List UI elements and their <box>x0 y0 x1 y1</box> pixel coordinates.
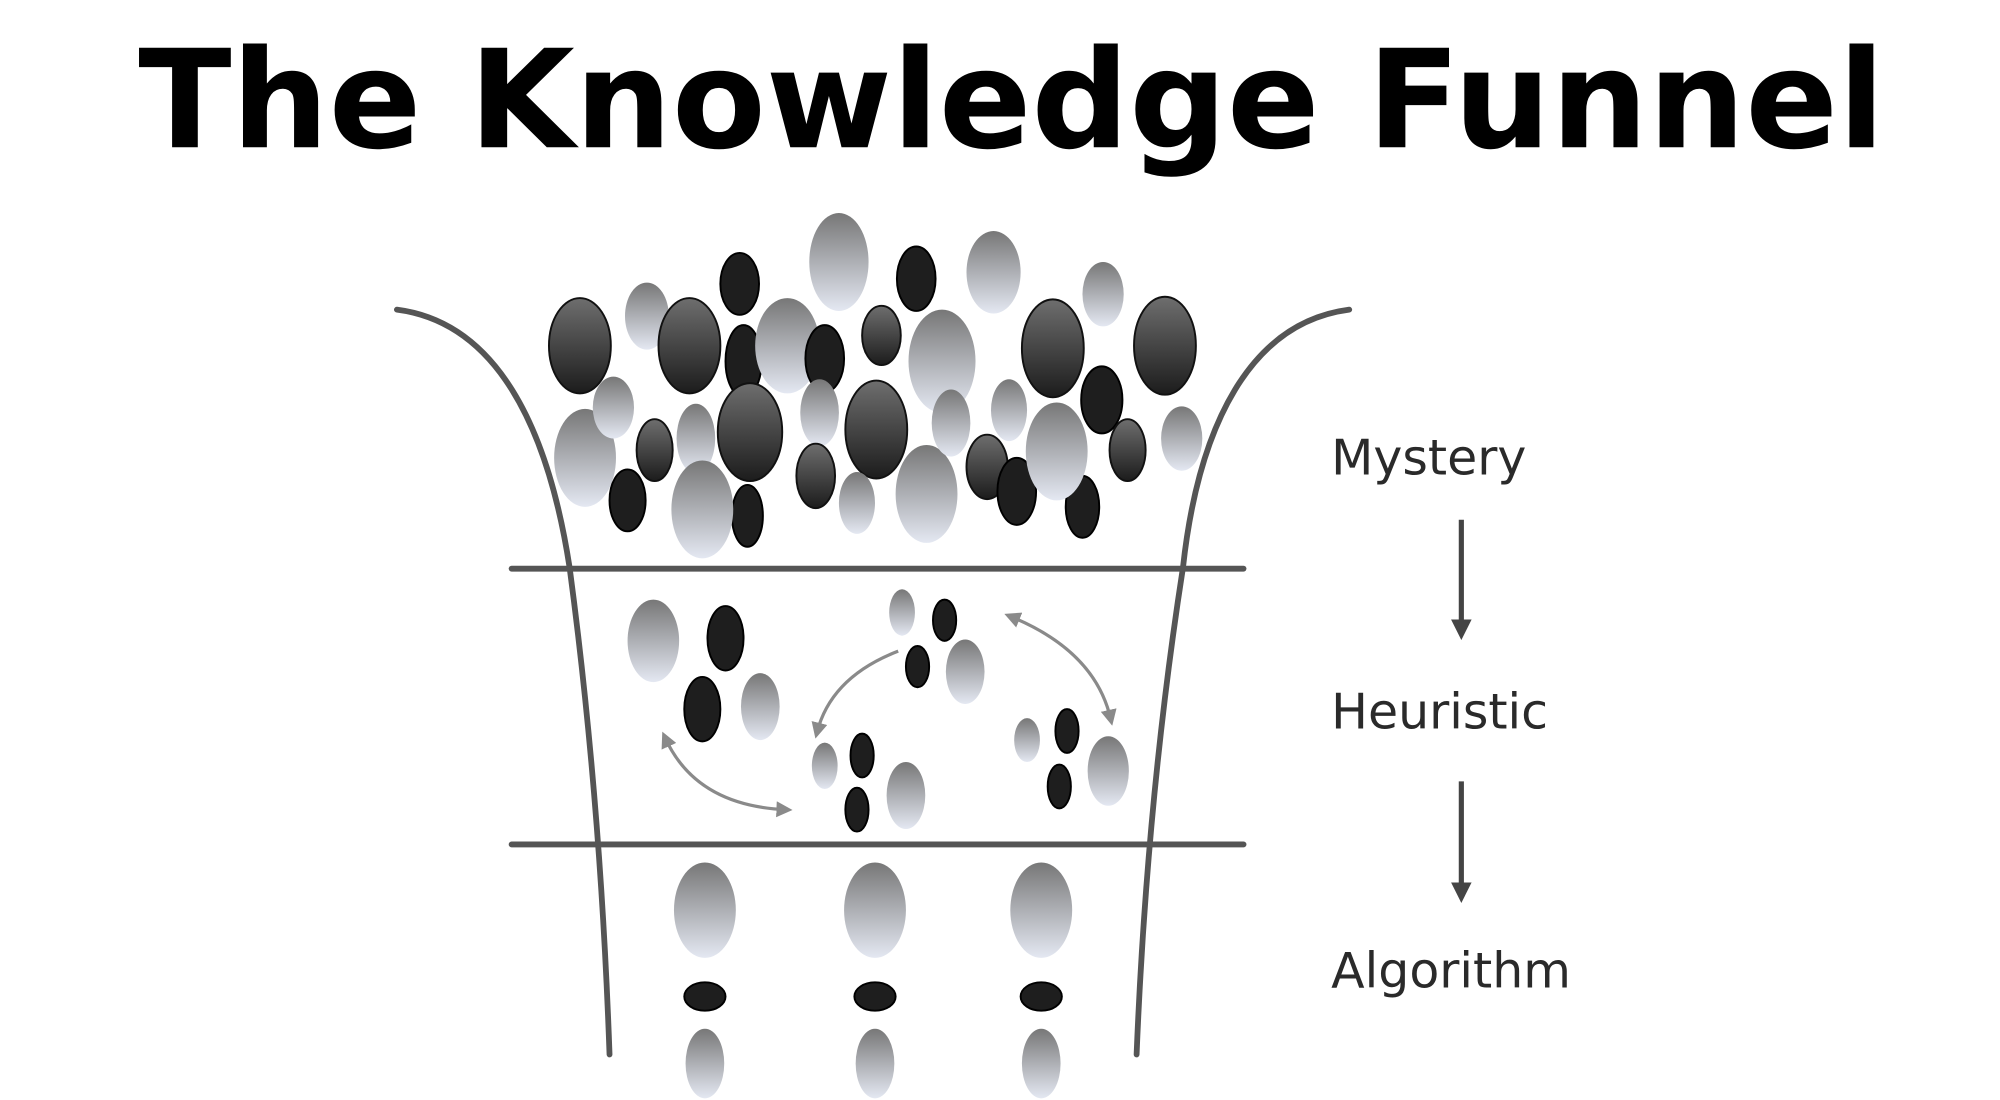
light-knowledge-ball <box>671 460 734 559</box>
light-knowledge-ball <box>908 309 976 413</box>
light-knowledge-ball <box>1082 261 1124 327</box>
light-knowledge-ball <box>1161 406 1203 471</box>
stage-label-heuristic: Heuristic <box>1331 683 1548 740</box>
black-knowledge-ball <box>719 251 760 316</box>
black-knowledge-ball <box>932 598 958 642</box>
light-knowledge-ball <box>755 298 820 394</box>
light-knowledge-ball <box>625 282 669 350</box>
dark-knowledge-ball <box>548 297 612 395</box>
light-knowledge-ball <box>844 862 906 958</box>
dark-knowledge-ball <box>795 442 837 510</box>
black-knowledge-ball <box>849 732 875 779</box>
diagram-title: The Knowledge Funnel <box>138 21 1884 180</box>
black-knowledge-ball <box>853 981 897 1012</box>
black-knowledge-ball <box>904 645 931 689</box>
light-knowledge-ball <box>855 1028 895 1099</box>
light-knowledge-ball <box>886 761 926 829</box>
light-knowledge-ball <box>990 379 1028 442</box>
light-knowledge-ball <box>811 742 838 790</box>
black-knowledge-ball <box>608 468 647 533</box>
black-knowledge-ball <box>996 456 1038 526</box>
light-knowledge-ball <box>1014 718 1040 762</box>
light-knowledge-ball <box>1087 736 1129 806</box>
black-knowledge-ball <box>844 786 870 833</box>
light-knowledge-ball <box>592 376 635 439</box>
stage-label-algorithm: Algorithm <box>1331 942 1571 999</box>
black-knowledge-ball <box>706 605 745 672</box>
dark-knowledge-ball <box>716 382 784 483</box>
light-knowledge-ball <box>838 472 875 534</box>
stage-label-mystery: Mystery <box>1331 430 1526 487</box>
cycle-arrows <box>661 612 1117 818</box>
light-knowledge-ball <box>895 444 958 543</box>
light-knowledge-ball <box>966 231 1021 314</box>
dark-knowledge-ball <box>1133 295 1197 396</box>
black-knowledge-ball <box>683 981 727 1012</box>
funnel-left-wall <box>394 306 613 1058</box>
light-knowledge-ball <box>1021 1028 1061 1099</box>
light-knowledge-ball <box>1025 402 1088 501</box>
light-knowledge-ball <box>685 1028 725 1099</box>
light-knowledge-ball <box>945 639 985 704</box>
light-knowledge-ball <box>740 673 780 741</box>
cycle-arrow-icon <box>1004 612 1117 726</box>
knowledge-balls <box>548 213 1203 1099</box>
dark-knowledge-ball <box>1108 418 1147 483</box>
light-knowledge-ball <box>1010 862 1073 958</box>
black-knowledge-ball <box>1080 365 1124 435</box>
light-knowledge-ball <box>800 379 839 447</box>
light-knowledge-ball <box>554 408 616 507</box>
light-knowledge-ball <box>809 213 869 311</box>
stage-labels: Mystery Heuristic Algorithm <box>1331 430 1571 1000</box>
light-knowledge-ball <box>889 589 915 636</box>
dark-knowledge-ball <box>635 418 674 483</box>
dark-knowledge-ball <box>1020 298 1085 399</box>
dark-knowledge-ball <box>657 297 722 395</box>
cycle-arrow-icon <box>661 731 793 818</box>
light-knowledge-ball <box>931 389 971 457</box>
black-knowledge-ball <box>1046 763 1072 810</box>
black-knowledge-ball <box>730 483 764 548</box>
dark-knowledge-ball <box>844 379 909 480</box>
funnel-right-wall <box>1133 306 1353 1058</box>
black-knowledge-ball <box>1054 708 1080 754</box>
cycle-arrow-icon <box>811 649 899 739</box>
light-knowledge-ball <box>676 403 716 474</box>
black-knowledge-ball <box>895 245 937 312</box>
dark-knowledge-ball <box>861 304 902 367</box>
light-knowledge-ball <box>673 862 736 958</box>
light-knowledge-ball <box>627 599 680 683</box>
black-knowledge-ball <box>683 675 722 743</box>
black-knowledge-ball <box>1019 981 1063 1012</box>
funnel-outline <box>394 306 1353 1058</box>
